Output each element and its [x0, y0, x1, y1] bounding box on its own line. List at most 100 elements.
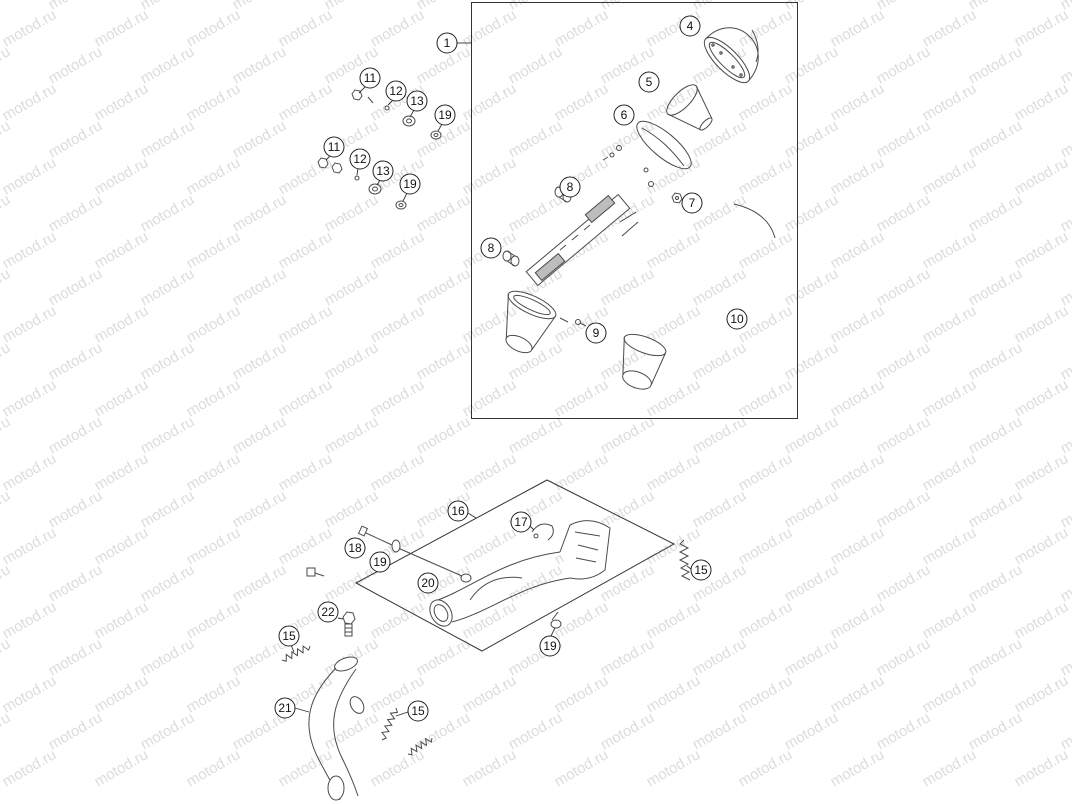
watermark-text: motod.ru	[920, 6, 980, 50]
callout-circle	[613, 104, 635, 126]
callout-label: 7	[689, 196, 696, 210]
callout-label: 5	[646, 75, 653, 89]
silencer-small-hardware-stroke	[602, 156, 609, 161]
watermark-text: motod.ru	[736, 746, 796, 790]
part-4-end-cap-stroke	[751, 29, 759, 63]
watermark-text: motod.ru	[138, 0, 198, 13]
watermark-text: motod.ru	[874, 339, 934, 383]
watermark-text: motod.ru	[690, 635, 750, 679]
callout-circle	[480, 237, 502, 259]
watermark-text: motod.ru	[414, 0, 474, 13]
watermark-text: motod.ru	[736, 450, 796, 494]
watermark-text: motod.ru	[0, 302, 59, 346]
callout-label: 11	[364, 71, 377, 85]
part-20-bracket-stroke	[397, 547, 463, 577]
part-4-end-cap-stroke	[711, 43, 715, 47]
watermark-text: motod.ru	[138, 709, 198, 753]
watermark-text: motod.ru	[138, 635, 198, 679]
part-22-nut	[342, 611, 356, 637]
watermark-text: motod.ru	[782, 635, 842, 679]
watermark-text: motod.ru	[184, 376, 244, 420]
watermark-text: motod.ru	[0, 487, 13, 531]
callout-label: 19	[403, 177, 417, 191]
watermark-text: motod.ru	[46, 0, 106, 13]
leader-lines-stroke	[529, 525, 535, 531]
callout-circle	[510, 511, 532, 533]
watermark-text: motod.ru	[46, 635, 106, 679]
leader-lines-stroke	[437, 123, 443, 132]
watermark-text: motod.ru	[736, 6, 796, 50]
watermark-text: motod.ru	[230, 0, 290, 13]
leader-lines	[290, 85, 692, 717]
leader-lines-stroke	[467, 512, 477, 519]
perforated-inner-tube-stroke	[534, 252, 566, 282]
callout-8-lower: 8	[480, 237, 502, 259]
watermark-text: motod.ru	[598, 709, 658, 753]
callout-label: 6	[621, 108, 628, 122]
part-7-nut	[671, 192, 683, 204]
watermark-text: motod.ru	[644, 450, 704, 494]
hardware-set-lower-stroke	[395, 200, 407, 210]
watermark-text: motod.ru	[276, 376, 336, 420]
watermark-text: motod.ru	[598, 487, 658, 531]
watermark-text: motod.ru	[598, 561, 658, 605]
watermark-text: motod.ru	[322, 709, 382, 753]
watermark-text: motod.ru	[644, 672, 704, 716]
watermark-text: motod.ru	[322, 265, 382, 309]
callout-label: 15	[694, 563, 708, 577]
part-22-nut-stroke	[344, 623, 353, 637]
callout-12-lower: 12	[349, 148, 371, 170]
watermark-text: motod.ru	[230, 43, 290, 87]
watermark-text: motod.ru	[828, 450, 888, 494]
watermark-text: motod.ru	[0, 265, 13, 309]
header-pipe-stroke	[469, 576, 523, 601]
callout-label: 9	[593, 326, 600, 340]
watermark-text: motod.ru	[0, 154, 59, 198]
leader-lines-stroke	[550, 627, 556, 637]
watermark-text: motod.ru	[46, 43, 106, 87]
watermark-text: motod.ru	[138, 339, 198, 383]
callout-circle	[690, 559, 712, 581]
watermark-text: motod.ru	[414, 191, 474, 235]
watermark-text: motod.ru	[690, 413, 750, 457]
watermark-text: motod.ru	[276, 302, 336, 346]
silencer-small-hardware-stroke	[616, 145, 622, 151]
watermark-text: motod.ru	[736, 376, 796, 420]
silencer-kit-frame	[471, 2, 798, 419]
part-15-spring-right	[678, 539, 691, 581]
watermark-text: motod.ru	[0, 376, 59, 420]
header-pipe-stroke	[559, 520, 611, 580]
watermark-text: motod.ru	[230, 191, 290, 235]
watermark-text: motod.ru	[644, 228, 704, 272]
watermark-text: motod.ru	[0, 524, 59, 568]
watermark-text: motod.ru	[368, 376, 428, 420]
watermark-text: motod.ru	[828, 80, 888, 124]
hardware-set-lower	[317, 157, 407, 210]
part-18-bolt-stroke	[357, 525, 369, 537]
watermark-text: motod.ru	[1012, 154, 1072, 198]
leader-lines-stroke	[409, 109, 415, 118]
part-7-nut-stroke	[675, 196, 679, 200]
part-9-screw-stroke	[575, 319, 581, 325]
callout-label: 21	[278, 701, 292, 715]
part-15-spring-lower-b-stroke	[407, 737, 433, 756]
callout-label: 15	[282, 629, 296, 643]
callout-7: 7	[681, 192, 703, 214]
watermark-text: motod.ru	[874, 0, 934, 13]
part-19-bolt-lower	[550, 611, 562, 629]
watermark-text: motod.ru	[644, 524, 704, 568]
callout-label: 8	[567, 180, 574, 194]
part-22-nut-stroke	[342, 611, 356, 625]
watermark-text: motod.ru	[828, 228, 888, 272]
callout-circle	[274, 697, 296, 719]
outlet-cone-left-stroke	[505, 334, 533, 354]
watermark-text: motod.ru	[552, 598, 612, 642]
part-18-bolt	[357, 525, 393, 546]
part-15-spring-left	[281, 645, 311, 662]
callout-6: 6	[613, 104, 635, 126]
watermark-text: motod.ru	[874, 117, 934, 161]
callout-circle	[585, 322, 607, 344]
callout-circle	[436, 32, 458, 54]
callout-label: 17	[514, 515, 528, 529]
perforated-inner-tube-stroke	[584, 194, 616, 224]
